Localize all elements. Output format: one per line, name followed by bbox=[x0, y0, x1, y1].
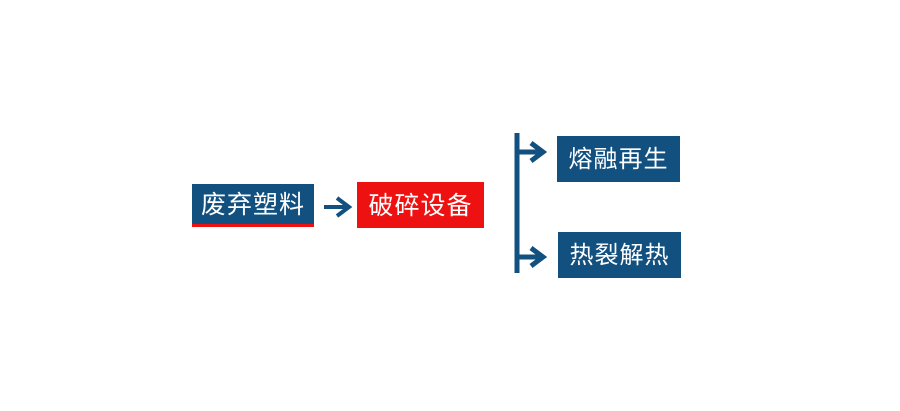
node-pyrolysis-heat-label: 热裂解热 bbox=[569, 241, 670, 269]
node-waste-plastic[interactable]: 废弃塑料 bbox=[192, 184, 314, 227]
node-crushing-equipment[interactable]: 破碎设备 bbox=[357, 182, 484, 228]
branch-arrows-icon bbox=[514, 133, 548, 273]
node-pyrolysis-heat[interactable]: 热裂解热 bbox=[558, 232, 681, 278]
connector-main-arrow bbox=[322, 190, 356, 224]
arrow-right-icon bbox=[324, 196, 353, 218]
node-melt-regeneration[interactable]: 熔融再生 bbox=[557, 136, 680, 182]
node-melt-regeneration-label: 熔融再生 bbox=[568, 145, 669, 173]
node-waste-plastic-label: 废弃塑料 bbox=[200, 189, 305, 219]
node-crushing-equipment-label: 破碎设备 bbox=[368, 190, 473, 220]
connector-branch-split bbox=[505, 125, 563, 285]
